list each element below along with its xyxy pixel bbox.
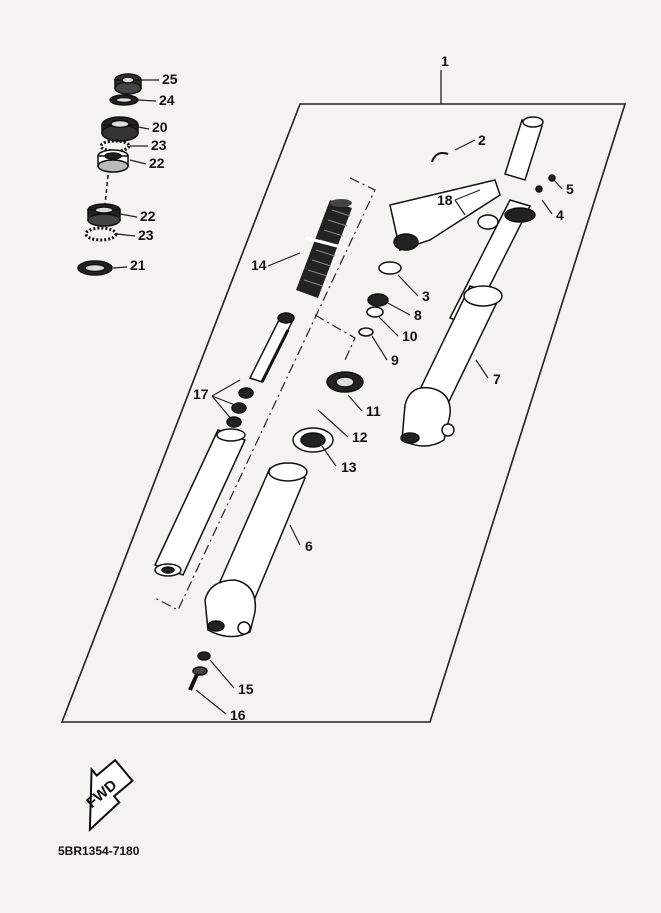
callout-c8: 8 (414, 307, 422, 323)
callout-c24: 24 (159, 92, 175, 108)
callout-c5: 5 (566, 181, 574, 197)
callout-c18: 18 (437, 192, 453, 208)
leader-c13 (321, 445, 337, 467)
leader-c24 (137, 99, 157, 102)
steering-bearing-stack (77, 73, 142, 276)
callout-c20: 20 (152, 119, 168, 135)
callout-c14: 14 (251, 257, 267, 273)
leader-c9 (371, 335, 388, 361)
callouts: 1234567891011121314151617182021222223232… (112, 53, 574, 723)
small-rings (358, 152, 556, 337)
leader-c20 (137, 126, 150, 130)
leader-extra-2 (454, 199, 466, 216)
callout-c7: 7 (493, 371, 501, 387)
fwd-arrow-icon: FWD (83, 758, 134, 832)
dashdot-frame-right (314, 314, 356, 361)
part-number: 5BR1354-7180 (58, 844, 140, 858)
fork-outer-tube-right (389, 116, 544, 447)
leader-c23b (116, 233, 136, 237)
leader-c4 (541, 199, 553, 215)
leader-c12 (317, 409, 349, 438)
leader-c11 (347, 394, 363, 412)
callout-c21: 21 (130, 257, 146, 273)
callout-c2: 2 (478, 132, 486, 148)
callout-c15: 15 (238, 681, 254, 697)
fork-spring (296, 199, 352, 298)
leader-c7 (475, 359, 489, 379)
callout-c17: 17 (193, 386, 209, 402)
leader-c16 (195, 689, 227, 715)
damper-rod (248, 312, 295, 383)
leader-c10 (377, 315, 399, 337)
callout-c4: 4 (556, 207, 564, 223)
leader-c15 (209, 659, 235, 689)
leader-extra-1 (211, 395, 233, 421)
leader-c18 (454, 189, 481, 201)
leader-c6 (289, 524, 301, 546)
callout-c12: 12 (352, 429, 368, 445)
leader-c21 (112, 266, 128, 269)
leader-c22a (129, 159, 147, 165)
callout-c25: 25 (162, 71, 178, 87)
assembly-outline (60, 103, 627, 723)
leader-c14 (267, 252, 301, 267)
leader-extra-0 (211, 395, 236, 406)
dashdot-frame-left (154, 177, 376, 611)
fork-outer-tube-left (204, 371, 364, 638)
callout-c6: 6 (305, 538, 313, 554)
callout-c9: 9 (391, 352, 399, 368)
leader-c17 (211, 379, 241, 397)
callout-c22a: 22 (149, 155, 165, 171)
drain-bolt (188, 651, 211, 691)
callout-c23b: 23 (138, 227, 154, 243)
fork-inner-tube (153, 387, 254, 577)
callout-c1: 1 (441, 53, 449, 69)
leader-c5 (553, 179, 563, 190)
leader-c8 (385, 301, 411, 316)
callout-c11: 11 (366, 403, 381, 419)
callout-c13: 13 (341, 459, 357, 475)
callout-c3: 3 (422, 288, 430, 304)
leader-c2 (454, 139, 476, 151)
leader-c22b (119, 213, 138, 218)
callout-c16: 16 (230, 707, 246, 723)
callout-c22b: 22 (140, 208, 156, 224)
leader-c3 (397, 274, 419, 297)
callout-c10: 10 (402, 328, 418, 344)
callout-c23a: 23 (151, 137, 167, 153)
